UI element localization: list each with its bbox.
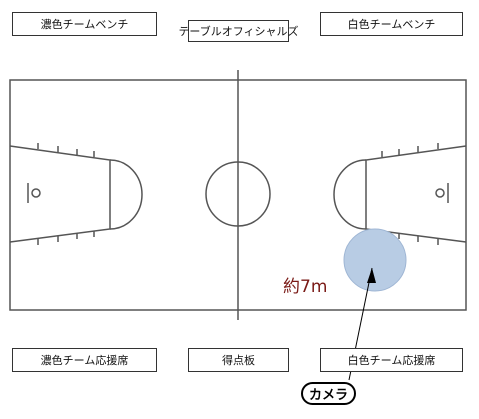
camera-label: カメラ: [301, 382, 356, 405]
camera-position-circle: [343, 228, 407, 292]
right-hoop: [435, 188, 445, 198]
table-officials-text: テーブルオフィシャルズ: [178, 25, 299, 38]
center-circle: [205, 161, 271, 227]
left-key: [9, 145, 111, 243]
table-officials-label: テーブルオフィシャルズ: [178, 20, 299, 42]
scoreboard-label: 得点板: [188, 348, 289, 372]
white-team-cheer-label: 白色チーム応援席: [320, 348, 463, 372]
dark-team-cheer-text: 濃色チーム応援席: [40, 354, 129, 367]
right-key: [365, 145, 467, 243]
dark-team-bench-label: 濃色チームベンチ: [12, 12, 157, 36]
scoreboard-text: 得点板: [222, 354, 255, 367]
distance-label: 約7m: [283, 277, 328, 297]
camera-label-text: カメラ: [308, 388, 348, 403]
left-free-throw-arc: [109, 159, 143, 230]
right-lane-marks: [381, 143, 439, 245]
white-team-bench-label: 白色チームベンチ: [320, 12, 463, 36]
white-team-cheer-text: 白色チーム応援席: [347, 354, 436, 367]
camera-arrowhead: [367, 268, 376, 283]
dark-team-bench-text: 濃色チームベンチ: [40, 18, 129, 31]
white-team-bench-text: 白色チームベンチ: [347, 18, 436, 31]
left-lane-marks: [37, 143, 95, 245]
left-hoop: [31, 188, 41, 198]
dark-team-cheer-label: 濃色チーム応援席: [12, 348, 157, 372]
right-free-throw-arc: [333, 159, 367, 230]
